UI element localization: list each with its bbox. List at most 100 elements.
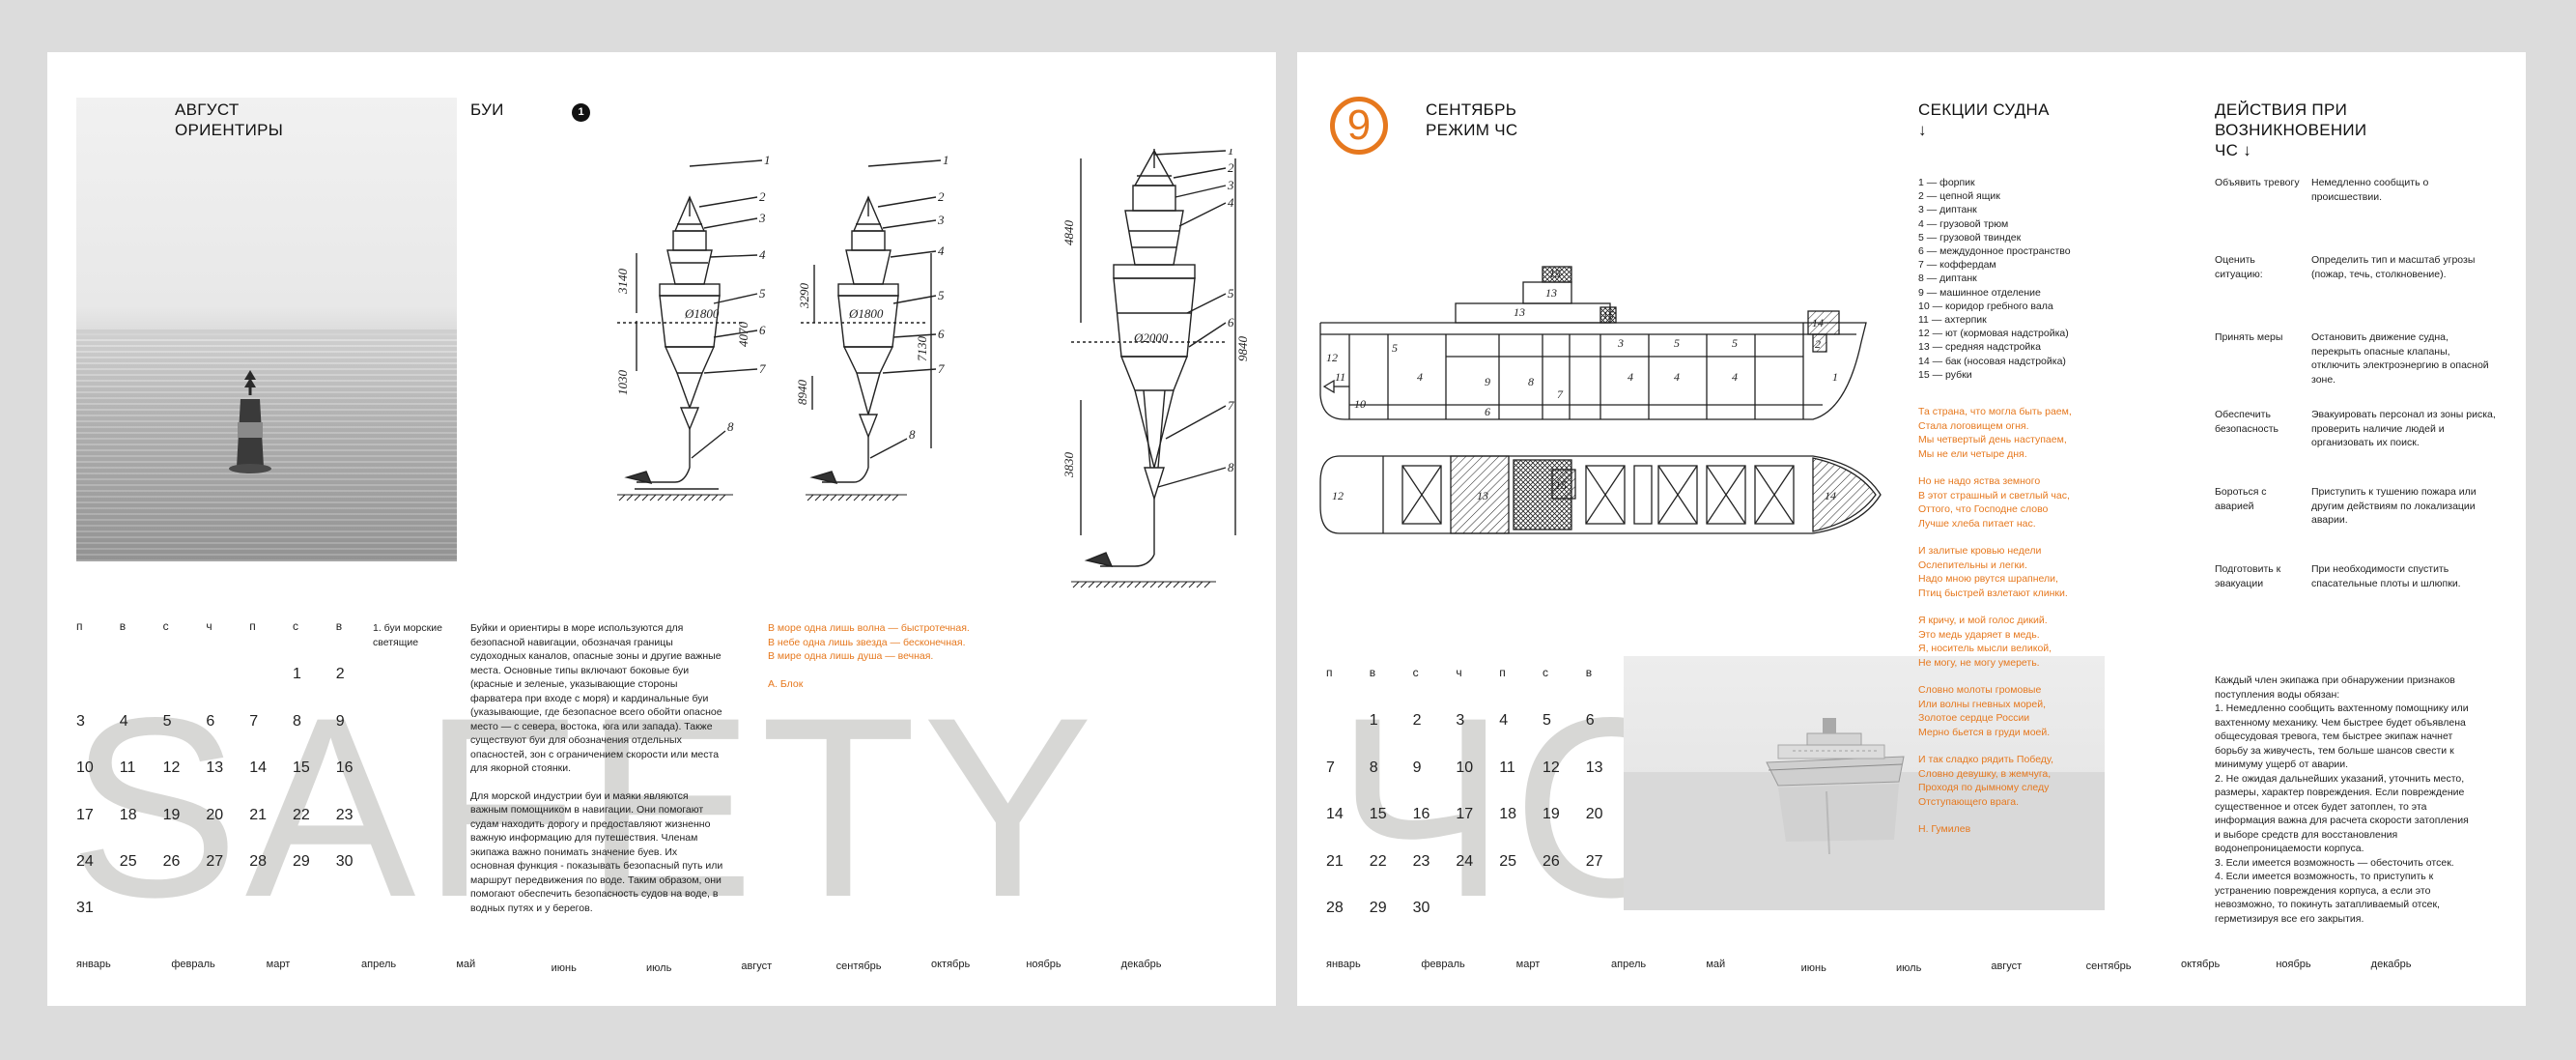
month-link[interactable]: апрель (1611, 959, 1647, 970)
calendar-day[interactable]: 4 (119, 712, 128, 730)
label-b3-1: 1 (1228, 149, 1234, 158)
plan-label-15b: 15 (1602, 308, 1614, 322)
calendar-day[interactable]: 14 (249, 759, 267, 777)
month-link[interactable]: ноябрь (2276, 959, 2311, 970)
month-link[interactable]: январь (1326, 959, 1361, 970)
calendar-day[interactable]: 17 (76, 806, 94, 823)
calendar-day[interactable]: 13 (206, 759, 224, 777)
calendar-day[interactable]: 10 (1456, 759, 1474, 776)
calendar-day[interactable]: 26 (1542, 852, 1560, 870)
month-link[interactable]: август (1991, 960, 2023, 972)
calendar-day[interactable]: 30 (1412, 899, 1430, 916)
calendar-day[interactable]: 18 (119, 806, 137, 823)
calendar-day[interactable]: 29 (292, 852, 310, 870)
month-link[interactable]: июнь (1800, 962, 1826, 974)
month-link[interactable]: октябрь (931, 959, 971, 970)
calendar-day[interactable]: 9 (1412, 759, 1422, 776)
calendar-day[interactable]: 3 (1456, 712, 1465, 730)
calendar-day[interactable]: 1 (1369, 712, 1378, 730)
label-b3-4: 4 (1228, 195, 1234, 210)
month-link[interactable]: сентябрь (2085, 960, 2132, 972)
calendar-day[interactable]: 7 (1326, 759, 1335, 776)
calendar-day[interactable]: 18 (1499, 806, 1516, 823)
month-link[interactable]: июнь (551, 962, 577, 974)
buoy-drawing-1 (617, 159, 763, 490)
calendar-day[interactable]: 14 (1326, 806, 1344, 823)
calendar-day[interactable]: 16 (1412, 806, 1430, 823)
calendar-day[interactable]: 27 (206, 852, 224, 870)
calendar-day[interactable]: 8 (1369, 759, 1378, 776)
calendar-day[interactable]: 30 (335, 852, 354, 870)
calendar-day[interactable]: 8 (292, 712, 301, 730)
calendar-day[interactable]: 24 (1456, 852, 1474, 870)
action-description: Определить тип и масштаб угрозы (пожар, … (2311, 254, 2476, 280)
calendar-day[interactable]: 3 (76, 712, 85, 730)
calendar-day[interactable]: 28 (249, 852, 267, 870)
month-link[interactable]: сентябрь (835, 960, 882, 972)
calendar-day[interactable]: 17 (1456, 806, 1474, 823)
calendar-day[interactable]: 23 (335, 806, 354, 823)
calendar-day[interactable]: 7 (249, 712, 259, 730)
month-link[interactable]: июль (646, 962, 672, 974)
calendar-day[interactable]: 24 (76, 852, 94, 870)
calendar-day[interactable]: 20 (206, 806, 224, 823)
calendar-day[interactable]: 23 (1412, 852, 1430, 870)
poem-stanza: И так сладко рядить Победу,Словно девушк… (1918, 753, 2111, 809)
poem-line: Ослепительны и легки. (1918, 559, 2027, 571)
calendar-day[interactable]: 11 (119, 759, 136, 777)
calendar-day[interactable]: 6 (1585, 712, 1595, 730)
month-link[interactable]: июль (1896, 962, 1922, 974)
calendar-day[interactable]: 29 (1369, 899, 1387, 916)
dim-b2-diameter: Ø1800 (848, 306, 884, 321)
calendar-day[interactable]: 27 (1585, 852, 1603, 870)
month-link[interactable]: февраль (1421, 959, 1465, 970)
calendar-day[interactable]: 26 (162, 852, 181, 870)
month-link[interactable]: ноябрь (1026, 959, 1062, 970)
calendar-day[interactable]: 25 (1499, 852, 1516, 870)
month-link[interactable]: декабрь (2370, 959, 2412, 970)
calendar-day[interactable]: 20 (1585, 806, 1603, 823)
calendar-day[interactable]: 15 (292, 759, 310, 777)
action-name: Обеспечить безопасность (2215, 409, 2279, 435)
month-link[interactable]: февраль (171, 959, 215, 970)
month-link[interactable]: март (1515, 959, 1541, 970)
calendar-day[interactable]: 31 (76, 900, 94, 917)
calendar-day[interactable]: 28 (1326, 899, 1344, 916)
calendar-day[interactable]: 10 (76, 759, 94, 777)
label-b2-6: 6 (938, 327, 945, 341)
month-link[interactable]: январь (76, 959, 111, 970)
calendar-day[interactable]: 19 (162, 806, 181, 823)
month-link[interactable]: декабрь (1120, 959, 1162, 970)
calendar-day[interactable]: 4 (1499, 712, 1509, 730)
month-link[interactable]: апрель (361, 959, 397, 970)
dim-b2-total: 7130 (915, 336, 929, 362)
calendar-day[interactable]: 12 (1542, 759, 1560, 776)
month-link[interactable]: май (456, 959, 476, 970)
calendar-day[interactable]: 2 (335, 666, 345, 683)
calendar-day[interactable]: 6 (206, 712, 215, 730)
month-link[interactable]: октябрь (2181, 959, 2221, 970)
month-link[interactable]: май (1706, 959, 1726, 970)
calendar-day[interactable]: 22 (1369, 852, 1387, 870)
calendar-day[interactable]: 12 (162, 759, 181, 777)
calendar-day[interactable]: 16 (335, 759, 354, 777)
calendar-day[interactable]: 21 (1326, 852, 1344, 870)
calendar-day[interactable]: 5 (1542, 712, 1551, 730)
month-link[interactable]: март (266, 959, 291, 970)
calendar-day[interactable]: 25 (119, 852, 137, 870)
calendar-day[interactable]: 19 (1542, 806, 1560, 823)
calendar-day[interactable]: 2 (1412, 712, 1422, 730)
calendar-day[interactable]: 1 (292, 666, 301, 683)
month-link[interactable]: август (741, 960, 773, 972)
calendar-day[interactable]: 21 (249, 806, 267, 823)
calendar-day[interactable]: 5 (162, 712, 172, 730)
calendar-day[interactable]: 22 (292, 806, 310, 823)
calendar-day[interactable]: 11 (1499, 759, 1515, 776)
weekday-header: в (1369, 666, 1376, 679)
calendar-day[interactable]: 9 (335, 712, 345, 730)
poem-line: Лучше хлеба питает нас. (1918, 517, 2036, 530)
calendar-day[interactable]: 15 (1369, 806, 1387, 823)
calendar-day[interactable]: 13 (1585, 759, 1603, 776)
plan-top-label-13: 13 (1477, 489, 1488, 502)
